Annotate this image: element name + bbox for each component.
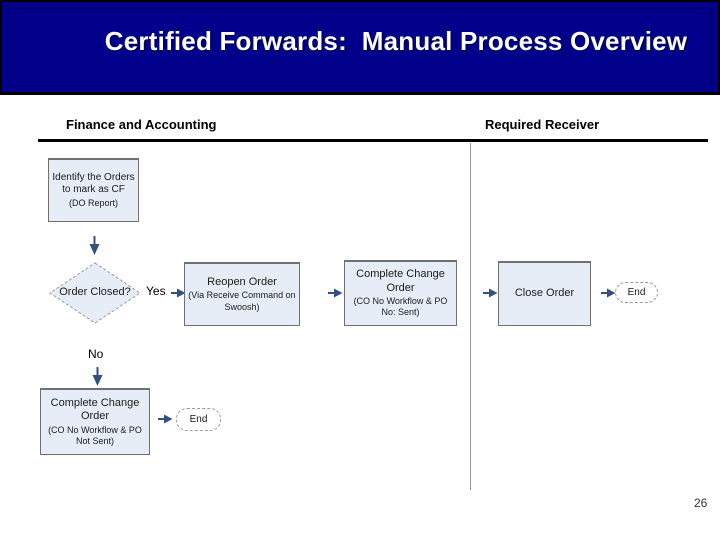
end-terminator-top: End (615, 282, 658, 303)
process-box-complete-change-order-top: Complete Change Order (CO No Workflow & … (344, 260, 457, 326)
end-label: End (627, 287, 646, 298)
arrow-down-icon (89, 236, 100, 255)
arrow-right-icon (483, 288, 498, 298)
slide-title-bar: Certified Forwards: Manual Process Overv… (0, 0, 720, 95)
arrow-right-icon (601, 288, 616, 298)
process-box-label: Close Order (514, 287, 575, 300)
process-box-subtext: (Via Receive Command on Swoosh) (188, 290, 296, 312)
slide-title: Certified Forwards: Manual Process Overv… (104, 26, 688, 56)
arrow-right-icon (158, 414, 173, 424)
process-box-complete-change-order-bottom: Complete Change Order (CO No Workflow & … (40, 388, 150, 455)
branch-label-yes: Yes (146, 284, 166, 298)
process-box-subtext: (CO No Workflow & PO No: Sent) (353, 296, 448, 318)
end-label: End (189, 414, 208, 425)
decision-label: Order Closed? (59, 286, 131, 299)
arrow-right-icon (171, 288, 186, 298)
header-underline (38, 139, 708, 142)
end-terminator-bottom: End (176, 408, 221, 431)
process-box-label: Complete Change Order (50, 396, 140, 423)
lane-divider-line (470, 143, 471, 490)
process-box-identify-orders: Identify the Orders to mark as CF (DO Re… (48, 158, 139, 222)
branch-label-no: No (88, 347, 104, 361)
process-box-reopen-order: Reopen Order (Via Receive Command on Swo… (184, 262, 300, 326)
lane-header-finance-accounting: Finance and Accounting (66, 117, 217, 132)
decision-order-closed: Order Closed? (48, 262, 142, 324)
page-number: 26 (694, 496, 708, 510)
process-box-close-order: Close Order (498, 261, 591, 326)
lane-header-required-receiver: Required Receiver (485, 117, 600, 132)
process-box-label: Reopen Order (207, 276, 277, 289)
arrow-down-icon (92, 367, 103, 386)
process-box-subtext: (CO No Workflow & PO Not Sent) (48, 424, 142, 446)
process-box-label: Complete Change Order (356, 268, 445, 294)
process-box-label: Identify the Orders to mark as CF (52, 172, 135, 196)
arrow-right-icon (328, 288, 343, 298)
process-box-subtext: (DO Report) (68, 197, 118, 208)
diamond-shape (49, 262, 141, 324)
